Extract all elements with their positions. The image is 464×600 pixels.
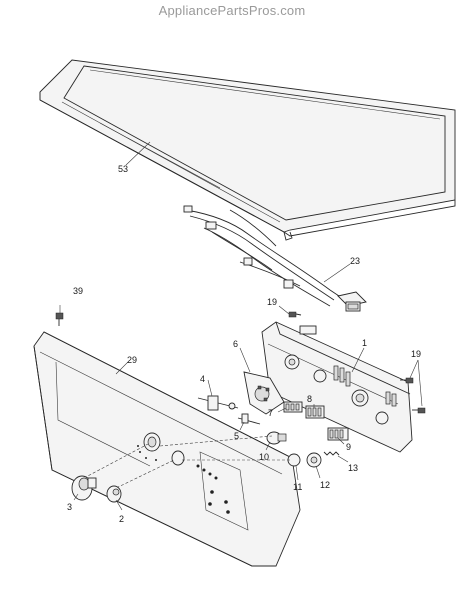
knob-part-10 bbox=[266, 431, 287, 445]
leader-19-right-b bbox=[417, 359, 423, 407]
callout-12: 12 bbox=[320, 480, 330, 490]
knob-part-12 bbox=[306, 452, 322, 468]
callout-1: 1 bbox=[362, 338, 367, 348]
callout-4: 4 bbox=[200, 374, 205, 384]
callout-10: 10 bbox=[259, 452, 269, 462]
leader-4 bbox=[207, 379, 213, 397]
assembly-line-d bbox=[111, 459, 175, 491]
callout-11: 11 bbox=[293, 482, 302, 492]
rotary-switch-part bbox=[243, 371, 285, 415]
assembly-line-a bbox=[159, 435, 273, 447]
callout-2: 2 bbox=[119, 514, 124, 524]
callout-13: 13 bbox=[348, 463, 358, 473]
callout-29: 29 bbox=[127, 355, 137, 365]
leader-13 bbox=[337, 455, 349, 463]
leader-12 bbox=[315, 465, 321, 479]
spring-part-13 bbox=[323, 451, 340, 456]
button-strip-8 bbox=[305, 405, 325, 419]
callout-6: 6 bbox=[233, 339, 238, 349]
callout-19-upper: 19 bbox=[267, 297, 277, 307]
callout-7: 7 bbox=[268, 408, 273, 418]
callout-9: 9 bbox=[346, 442, 351, 452]
control-panel-fascia-part bbox=[33, 331, 301, 567]
knob-part-2 bbox=[106, 485, 122, 503]
assembly-line-c bbox=[83, 443, 149, 479]
leader-23 bbox=[323, 263, 351, 283]
top-cover-part bbox=[39, 59, 456, 241]
callout-8: 8 bbox=[307, 394, 312, 404]
callout-3: 3 bbox=[67, 502, 72, 512]
callout-23: 23 bbox=[350, 256, 360, 266]
leader-9 bbox=[337, 437, 345, 445]
leader-11 bbox=[295, 465, 299, 481]
leader-5 bbox=[239, 421, 245, 431]
leader-29 bbox=[115, 361, 129, 375]
callout-19-right: 19 bbox=[411, 349, 421, 359]
callout-5: 5 bbox=[234, 431, 239, 441]
stem-part bbox=[237, 413, 261, 425]
leader-7 bbox=[277, 407, 287, 413]
callout-39: 39 bbox=[73, 286, 83, 296]
screw-39 bbox=[55, 305, 64, 326]
leader-6 bbox=[239, 347, 251, 373]
knob-part-3 bbox=[71, 475, 97, 501]
button-strip-9 bbox=[327, 427, 349, 441]
wire-harness-part bbox=[183, 205, 367, 312]
screw-19-upper bbox=[278, 305, 302, 318]
leader-53 bbox=[125, 141, 151, 166]
leader-10 bbox=[265, 441, 271, 451]
leader-1 bbox=[351, 347, 365, 373]
leader-3 bbox=[73, 493, 79, 501]
leader-19-right-a bbox=[409, 359, 419, 379]
callout-53: 53 bbox=[118, 164, 128, 174]
shaft-part bbox=[197, 395, 239, 411]
watermark: AppliancePartsPros.com bbox=[158, 3, 306, 18]
screws-19-right bbox=[400, 377, 426, 414]
button-strip-7 bbox=[283, 401, 303, 413]
leader-2 bbox=[115, 499, 123, 511]
control-housing-part bbox=[261, 321, 413, 453]
